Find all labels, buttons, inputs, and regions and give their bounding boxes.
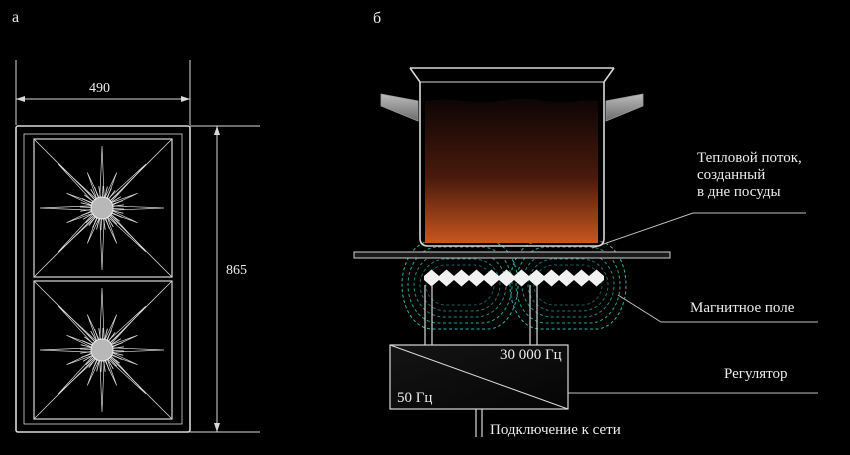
field-loop	[413, 252, 507, 318]
width-arrow-left	[16, 96, 25, 102]
freq-low-label: 50 Гц	[397, 390, 433, 406]
field-loop	[425, 264, 495, 306]
heat-flow-label: Тепловой поток, созданный в дне посуды	[697, 150, 802, 201]
magnetic-field-label: Магнитное поле	[690, 300, 795, 316]
width-arrow-right	[181, 96, 190, 102]
magnetic-field-leader	[617, 294, 818, 323]
heat-flow-leader	[591, 212, 806, 249]
heat-flow-line-1: Тепловой поток,	[697, 150, 802, 166]
regulator-label: Регулятор	[724, 366, 788, 382]
height-arrow-bottom	[214, 423, 220, 432]
heat-flow-line-2: созданный	[697, 167, 766, 183]
burner-star	[33, 138, 173, 278]
pot-handle-right	[605, 93, 644, 122]
burner-zone-bottom	[33, 280, 173, 420]
freq-high-label: 30 000 Гц	[500, 347, 562, 363]
regulator-box	[389, 344, 569, 410]
field-loop	[407, 246, 513, 324]
pot-body-outline	[409, 67, 615, 247]
leader-lines	[561, 212, 818, 394]
ceramic-plate	[353, 251, 671, 259]
panel-a-letter: а	[12, 9, 20, 26]
cooktop-inner-frame	[23, 133, 183, 425]
mains-wires	[475, 409, 483, 437]
cooking-pot	[380, 67, 644, 247]
mains-connection-label: Подключение к сети	[490, 422, 621, 438]
cooktop-top-view	[15, 60, 260, 433]
field-loop	[419, 258, 501, 312]
pot-handle-left	[380, 93, 419, 122]
coil-wires	[424, 285, 538, 345]
width-dimension-label: 490	[89, 81, 110, 96]
cooktop-outer-frame	[15, 125, 191, 433]
field-loop	[515, 246, 621, 324]
field-loop	[533, 264, 603, 306]
panel-b-letter: б	[373, 10, 382, 27]
induction-coil	[424, 269, 604, 287]
pot-liquid	[425, 98, 598, 243]
burner-star	[33, 280, 173, 420]
field-loop	[527, 258, 609, 312]
height-arrow-top	[214, 126, 220, 135]
burner-zone-top	[33, 138, 173, 278]
height-dimension-label: 865	[226, 263, 247, 278]
burner-patterns	[33, 138, 173, 420]
heat-flow-line-3: в дне посуды	[697, 184, 781, 200]
regulator-diagonal	[389, 344, 569, 410]
